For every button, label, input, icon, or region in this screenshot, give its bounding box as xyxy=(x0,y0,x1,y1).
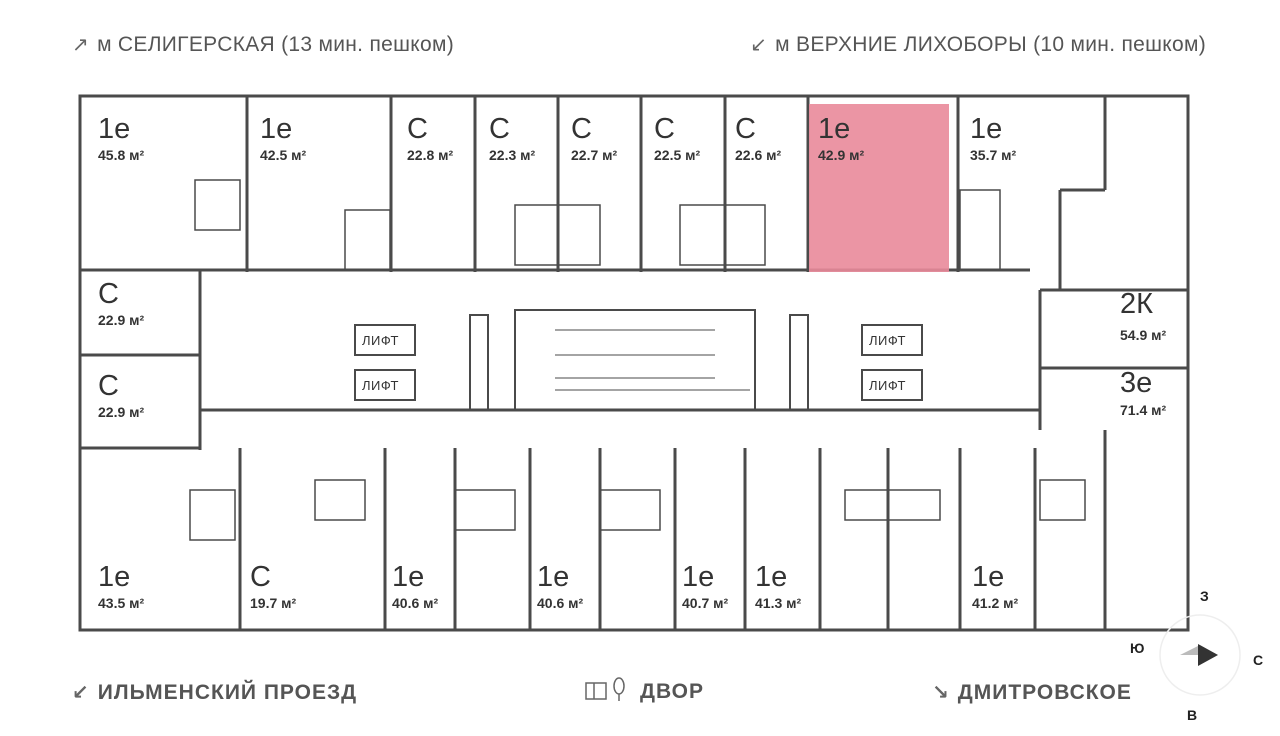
yard-icon xyxy=(585,677,625,701)
apartment-a7[interactable]: С 22.6 м² xyxy=(735,113,781,163)
svg-text:С: С xyxy=(654,113,675,145)
svg-text:С: С xyxy=(571,113,592,145)
selected-apartment-highlight[interactable] xyxy=(809,104,949,272)
svg-text:2К: 2К xyxy=(1120,288,1153,320)
svg-text:3е: 3е xyxy=(1120,367,1152,399)
apartment-a6[interactable]: С 22.5 м² xyxy=(654,113,700,163)
apartment-a8[interactable]: 1е 42.9 м² xyxy=(818,113,864,163)
svg-text:22.8 м²: 22.8 м² xyxy=(407,147,453,163)
svg-text:71.4 м²: 71.4 м² xyxy=(1120,402,1166,418)
svg-text:С: С xyxy=(98,370,119,402)
svg-text:1е: 1е xyxy=(972,561,1004,593)
svg-text:1е: 1е xyxy=(755,561,787,593)
svg-text:С: С xyxy=(407,113,428,145)
svg-text:С: С xyxy=(489,113,510,145)
svg-text:1е: 1е xyxy=(98,113,130,145)
compass-north: З xyxy=(1200,588,1209,604)
lift-group-left: ЛИФТ ЛИФТ xyxy=(354,324,416,401)
svg-text:1е: 1е xyxy=(682,561,714,593)
lift-1-label: ЛИФТ xyxy=(362,333,399,348)
svg-text:22.6 м²: 22.6 м² xyxy=(735,147,781,163)
svg-text:35.7 м²: 35.7 м² xyxy=(970,147,1016,163)
apartment-a4[interactable]: С 22.3 м² xyxy=(489,113,535,163)
svg-text:С: С xyxy=(250,561,271,593)
lift-group-right: ЛИФТ ЛИФТ xyxy=(861,324,923,401)
apartment-a12[interactable]: 2К 54.9 м² xyxy=(1120,288,1166,343)
svg-text:42.5 м²: 42.5 м² xyxy=(260,147,306,163)
arrow-down-left-icon: ↙ xyxy=(750,34,768,56)
metro-seligerskaya-label: ↗м СЕЛИГЕРСКАЯ (13 мин. пешком) xyxy=(72,33,454,56)
svg-text:40.7 м²: 40.7 м² xyxy=(682,595,728,611)
apartment-a5[interactable]: С 22.7 м² xyxy=(571,113,617,163)
svg-text:40.6 м²: 40.6 м² xyxy=(392,595,438,611)
svg-text:С: С xyxy=(98,278,119,310)
apartment-a15[interactable]: С 19.7 м² xyxy=(250,561,296,611)
svg-text:19.7 м²: 19.7 м² xyxy=(250,595,296,611)
svg-text:1е: 1е xyxy=(537,561,569,593)
svg-text:45.8 м²: 45.8 м² xyxy=(98,147,144,163)
compass-west: Ю xyxy=(1130,640,1145,656)
apartment-a17[interactable]: 1е 40.6 м² xyxy=(537,561,583,611)
apartment-a9[interactable]: 1е 35.7 м² xyxy=(970,113,1016,163)
lift-3-label: ЛИФТ xyxy=(869,333,906,348)
svg-text:22.5 м²: 22.5 м² xyxy=(654,147,700,163)
svg-text:40.6 м²: 40.6 м² xyxy=(537,595,583,611)
apartment-a20[interactable]: 1е 41.2 м² xyxy=(972,561,1018,611)
apartment-a16[interactable]: 1е 40.6 м² xyxy=(392,561,438,611)
svg-text:41.2 м²: 41.2 м² xyxy=(972,595,1018,611)
lift-2 xyxy=(354,369,416,401)
compass-south: В xyxy=(1187,707,1198,723)
metro-verkhnie-likhobory-label: ↙м ВЕРХНИЕ ЛИХОБОРЫ (10 мин. пешком) xyxy=(750,33,1206,56)
svg-text:22.9 м²: 22.9 м² xyxy=(98,312,144,328)
apartment-a19[interactable]: 1е 41.3 м² xyxy=(755,561,801,611)
svg-text:22.7 м²: 22.7 м² xyxy=(571,147,617,163)
lift-3 xyxy=(861,324,923,356)
lift-4-label: ЛИФТ xyxy=(869,378,906,393)
lift-1 xyxy=(354,324,416,356)
apartment-a2[interactable]: 1е 42.5 м² xyxy=(260,113,306,163)
arrow-down-left-icon: ↙ xyxy=(72,682,90,704)
svg-text:1е: 1е xyxy=(392,561,424,593)
apartment-a10[interactable]: С 22.9 м² xyxy=(98,278,144,328)
arrow-down-right-icon: ↘ xyxy=(932,682,950,704)
svg-text:42.9 м²: 42.9 м² xyxy=(818,147,864,163)
apartment-a13[interactable]: 3е 71.4 м² xyxy=(1120,367,1166,418)
compass-east: С xyxy=(1253,652,1264,668)
apartment-a11[interactable]: С 22.9 м² xyxy=(98,370,144,420)
svg-text:1е: 1е xyxy=(260,113,292,145)
yard-label: ДВОР xyxy=(640,680,704,703)
svg-text:43.5 м²: 43.5 м² xyxy=(98,595,144,611)
compass xyxy=(1159,614,1241,696)
apartment-a3[interactable]: С 22.8 м² xyxy=(407,113,453,163)
street-dmitrovskoe-label: ↘ДМИТРОВСКОЕ xyxy=(932,681,1132,704)
street-ilmensky-label: ↙ИЛЬМЕНСКИЙ ПРОЕЗД xyxy=(72,681,358,704)
svg-text:41.3 м²: 41.3 м² xyxy=(755,595,801,611)
svg-text:1е: 1е xyxy=(970,113,1002,145)
arrow-up-right-icon: ↗ xyxy=(72,34,90,56)
svg-text:54.9 м²: 54.9 м² xyxy=(1120,327,1166,343)
svg-text:1е: 1е xyxy=(98,561,130,593)
apartment-a1[interactable]: 1е 45.8 м² xyxy=(98,113,144,163)
svg-text:1е: 1е xyxy=(818,113,850,145)
svg-text:22.3 м²: 22.3 м² xyxy=(489,147,535,163)
lift-2-label: ЛИФТ xyxy=(362,378,399,393)
apartment-a14[interactable]: 1е 43.5 м² xyxy=(98,561,144,611)
svg-text:С: С xyxy=(735,113,756,145)
svg-text:22.9 м²: 22.9 м² xyxy=(98,404,144,420)
lift-4 xyxy=(861,369,923,401)
apartment-a18[interactable]: 1е 40.7 м² xyxy=(682,561,728,611)
